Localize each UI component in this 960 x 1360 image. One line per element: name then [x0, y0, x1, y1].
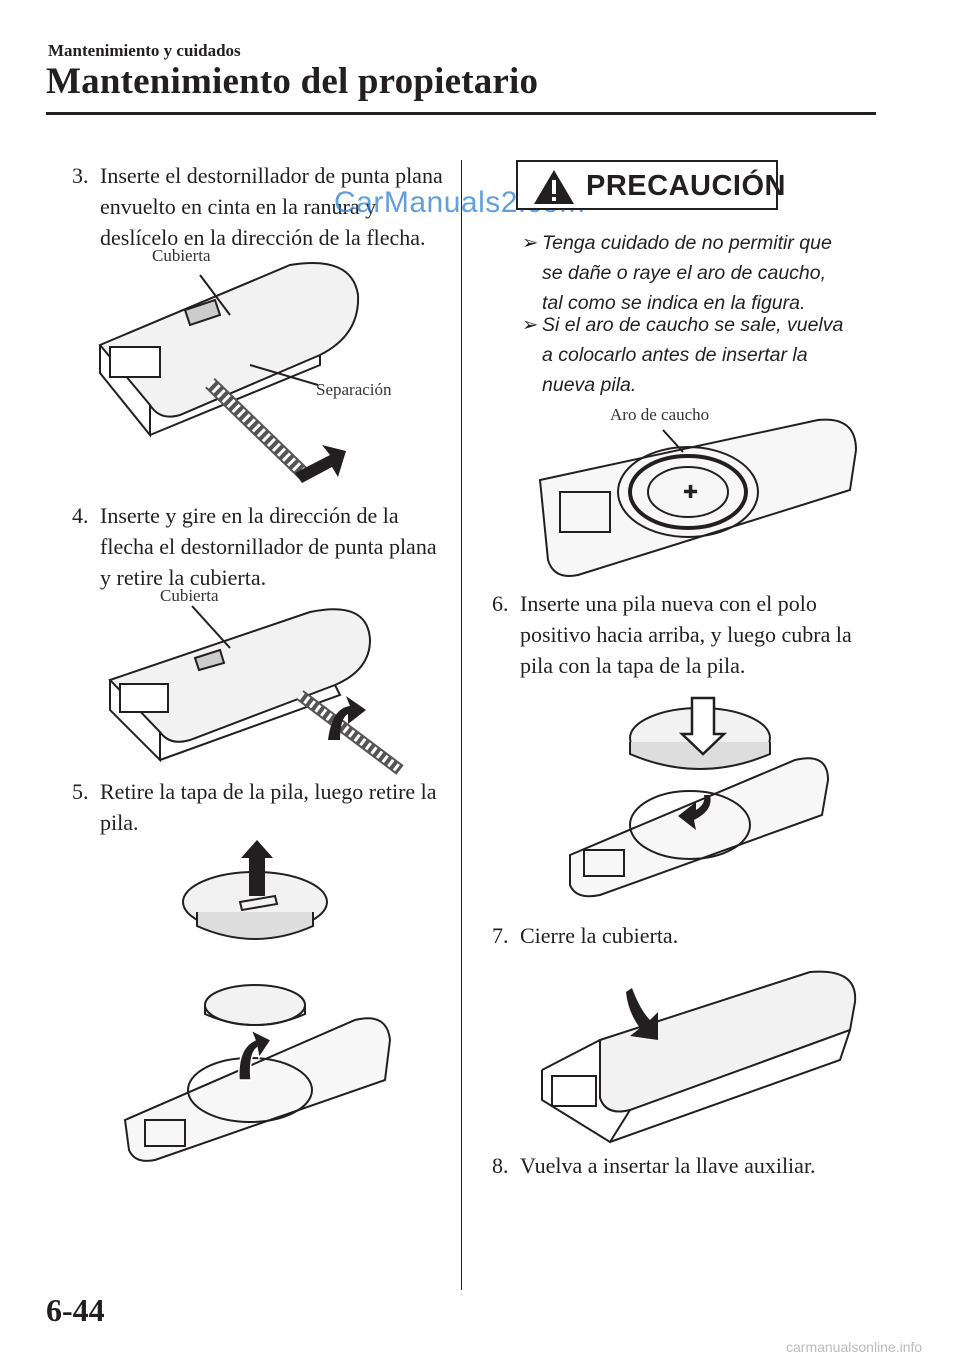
- bullet-arrow-icon: ➢: [522, 232, 539, 254]
- step-5: 5. Retire la tapa de la pila, luego reti…: [72, 776, 447, 838]
- bullet-text: Si el aro de caucho se sale, vuelva a co…: [542, 314, 844, 396]
- step-8: 8. Vuelva a insertar la llave auxiliar.: [492, 1150, 872, 1181]
- step-number: 5.: [72, 779, 89, 804]
- step-number: 6.: [492, 591, 509, 616]
- svg-text:✚: ✚: [683, 482, 698, 503]
- step-number: 4.: [72, 503, 89, 528]
- callout-gap: Separación: [316, 380, 392, 399]
- step-6: 6. Inserte una pila nueva con el polo po…: [492, 588, 872, 681]
- callout-oring: Aro de caucho: [610, 405, 710, 424]
- step-text: Inserte una pila nueva con el polo posit…: [520, 591, 852, 678]
- step-text: Retire la tapa de la pila, luego retire …: [100, 779, 437, 835]
- caution-title: PRECAUCIÓN: [586, 170, 786, 202]
- battery-insert-illustration: [569, 696, 830, 898]
- page-number: 6-44: [46, 1292, 105, 1328]
- callout-cover: Cubierta: [152, 246, 211, 265]
- battery-removal-illustration: [123, 840, 392, 1162]
- bullet-text: Tenga cuidado de no permitir que se dañe…: [542, 232, 832, 314]
- step-text: Vuelva a insertar la llave auxiliar.: [520, 1153, 816, 1178]
- step-3: 3. Inserte el destornillador de punta pl…: [72, 160, 447, 253]
- step-text: Cierre la cubierta.: [520, 923, 679, 948]
- step-number: 8.: [492, 1153, 509, 1178]
- callout-cover: Cubierta: [160, 586, 219, 605]
- caution-bullet: ➢ Tenga cuidado de no permitir que se da…: [522, 228, 852, 318]
- step-number: 3.: [72, 163, 89, 188]
- warning-triangle-icon: [534, 170, 574, 204]
- step-number: 7.: [492, 923, 509, 948]
- title-rule: [46, 112, 876, 115]
- column-divider: [461, 160, 462, 1290]
- step-text: Inserte y gire en la dirección de la fle…: [100, 503, 437, 590]
- oring-illustration: ✚: [538, 418, 858, 577]
- caution-bullet: ➢ Si el aro de caucho se sale, vuelva a …: [522, 310, 852, 400]
- caution-box: PRECAUCIÓN: [516, 160, 785, 210]
- footer-site: carmanualsonline.info: [786, 1339, 923, 1355]
- key-fob-slot-illustration: [98, 262, 360, 483]
- step-text: Inserte el destornillador de punta plana…: [100, 163, 443, 250]
- step-7: 7. Cierre la cubierta.: [492, 920, 872, 951]
- step-4: 4. Inserte y gire en la dirección de la …: [72, 500, 447, 593]
- bullet-arrow-icon: ➢: [522, 314, 539, 336]
- page-title: Mantenimiento del propietario: [46, 61, 539, 102]
- close-cover-illustration: [541, 970, 857, 1144]
- key-fob-open-illustration: [108, 605, 404, 775]
- section-label: Mantenimiento y cuidados: [48, 41, 241, 60]
